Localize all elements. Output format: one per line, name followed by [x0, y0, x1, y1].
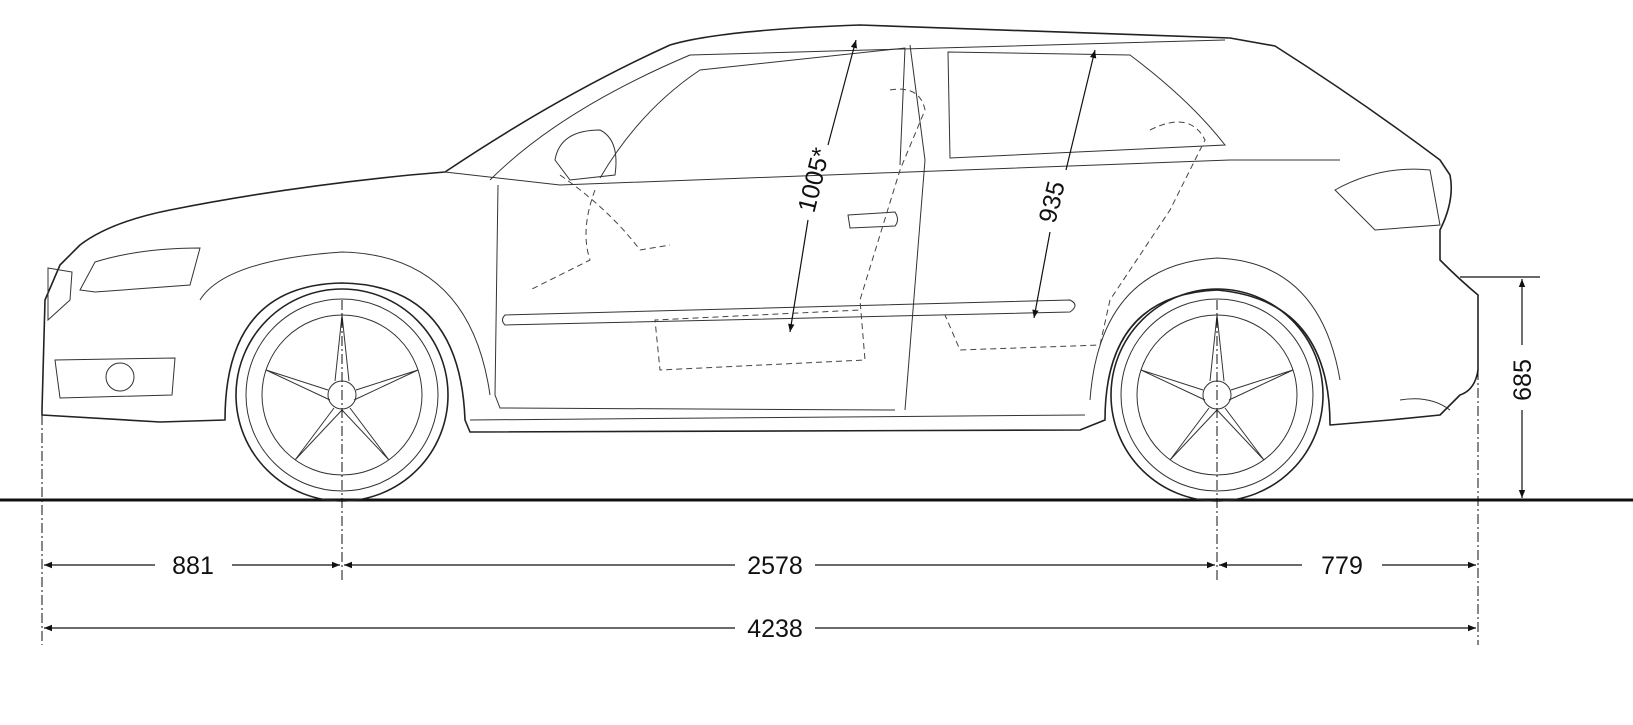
rear-height-label: 685 [1509, 359, 1537, 401]
front-headroom-label: 1005* [793, 145, 836, 215]
dim-rear-overhang: 779 [1219, 552, 1476, 580]
dim-front-overhang: 881 [44, 552, 340, 580]
wheelbase-label: 2578 [747, 552, 803, 580]
front-overhang-label: 881 [172, 552, 214, 580]
extension-lines [41, 276, 1540, 645]
dim-overall-length: 4238 [44, 615, 1476, 643]
overall-length-label: 4238 [747, 615, 803, 643]
dim-rear-height: 685 [1509, 279, 1537, 498]
dim-rear-headroom: 935 [1032, 49, 1097, 319]
rear-overhang-label: 779 [1321, 552, 1363, 580]
rear-headroom-label: 935 [1034, 178, 1071, 225]
dim-front-headroom: 1005* [788, 39, 858, 333]
dim-wheelbase: 2578 [344, 552, 1215, 580]
car-body [41, 24, 1479, 433]
